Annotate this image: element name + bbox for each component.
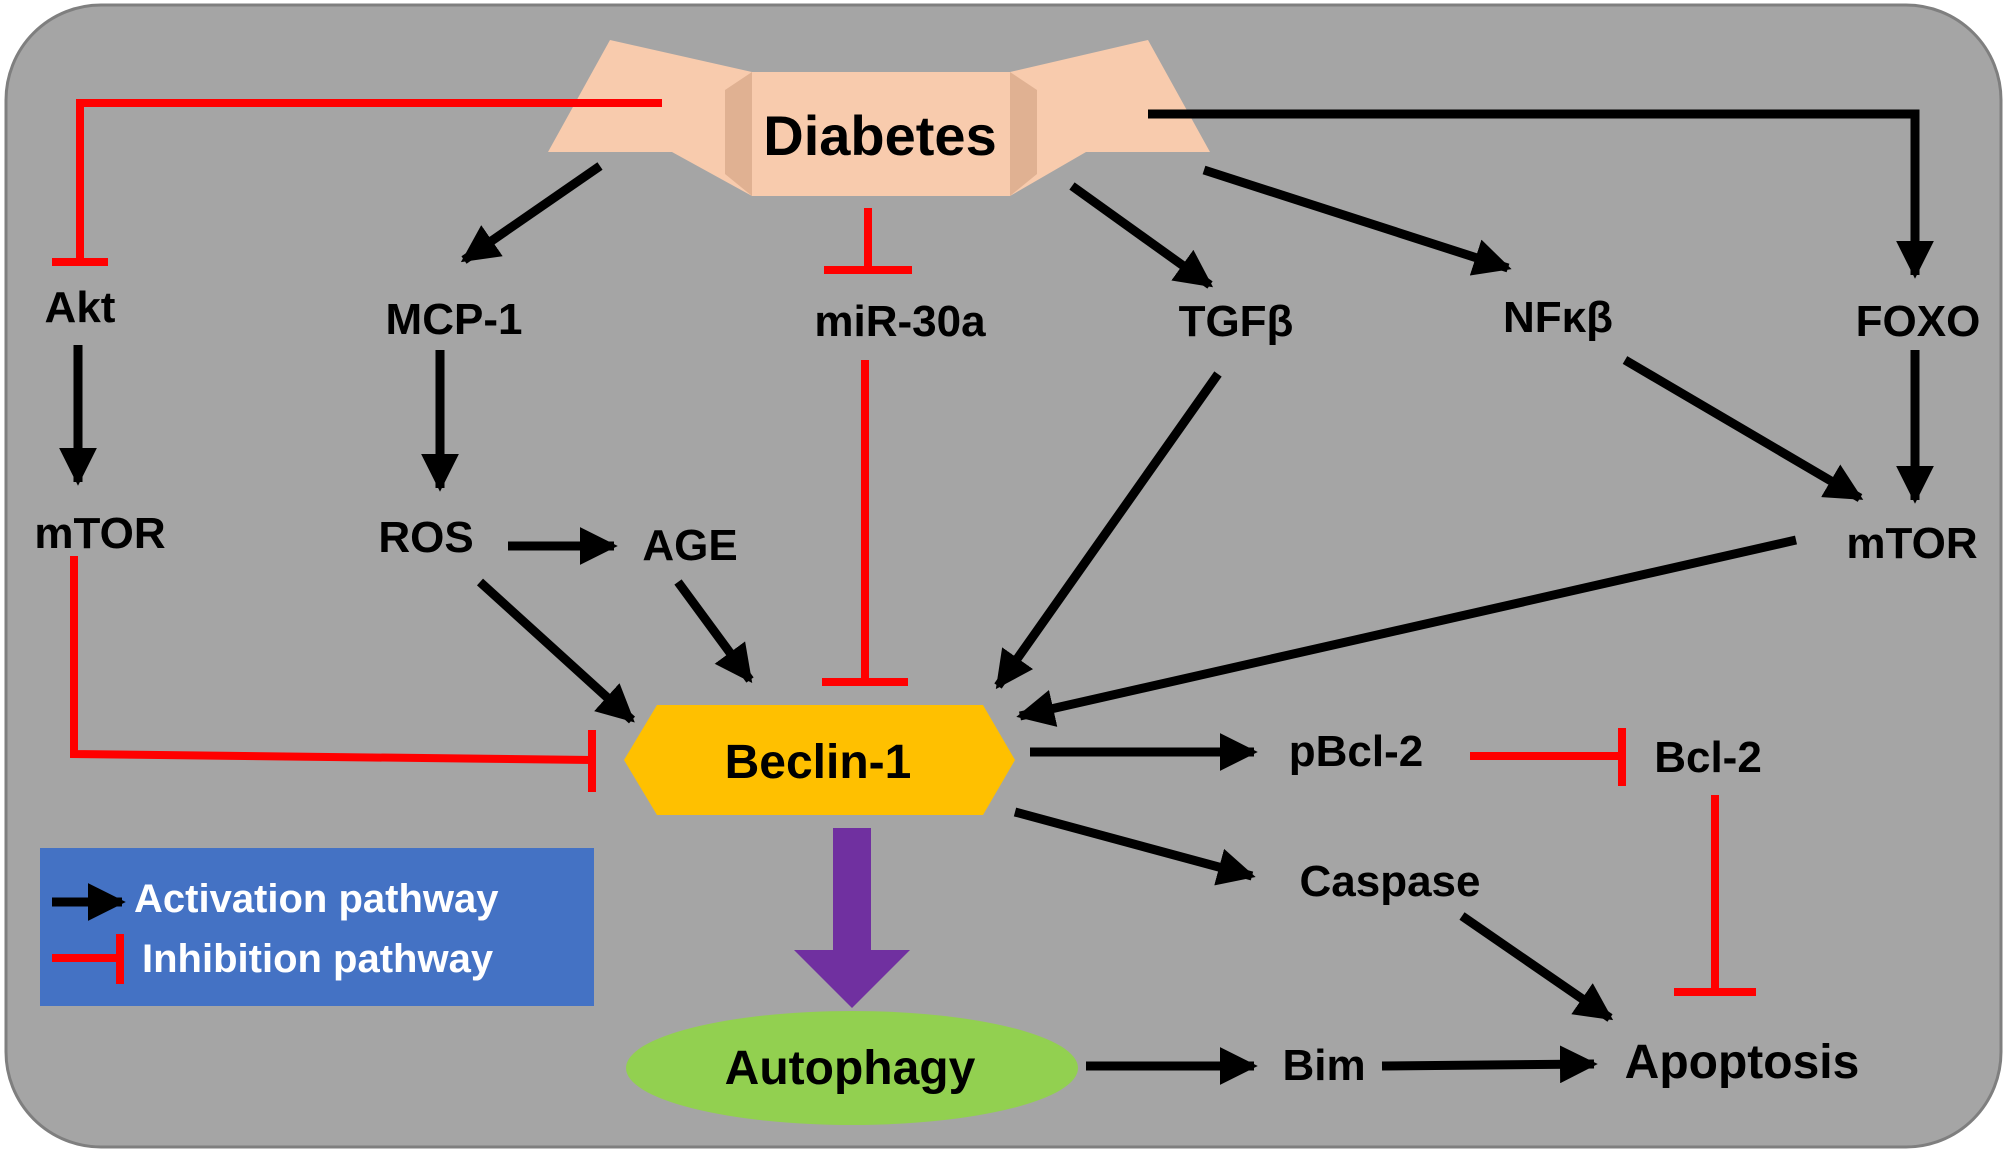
mcp1-label: MCP-1 <box>386 295 523 344</box>
inhibit-mtor-beclin <box>70 556 593 764</box>
akt-label: Akt <box>45 283 116 332</box>
foxo-label: FOXO <box>1856 297 1981 346</box>
apoptosis-label: Apoptosis <box>1625 1036 1860 1089</box>
arrow-diabetes-nfkb <box>1202 165 1512 276</box>
arrow-age-beclin <box>674 579 754 684</box>
autophagy-arrow <box>794 828 910 1008</box>
tgfb-label: TGFβ <box>1179 297 1294 346</box>
arrow-tgfb-beclin <box>994 371 1222 690</box>
beclin1-node <box>624 705 1015 815</box>
legend-activation-label: Activation pathway <box>134 877 499 921</box>
arrow-diabetes-foxo <box>1148 109 1934 279</box>
arrow-caspase-apoptosis <box>1459 912 1614 1022</box>
diabetes-banner <box>548 40 1210 196</box>
ros-label: ROS <box>378 513 473 562</box>
mtor-left-label: mTOR <box>34 509 165 558</box>
age-label: AGE <box>642 521 737 570</box>
legend: Activation pathway Inhibition pathway <box>40 848 594 1006</box>
pbcl2-label: pBcl-2 <box>1289 727 1423 776</box>
bcl2-label: Bcl-2 <box>1654 733 1762 782</box>
bim-label: Bim <box>1282 1041 1365 1090</box>
nfkb-label: NFκβ <box>1503 293 1613 342</box>
diabetes-label: Diabetes <box>763 104 996 167</box>
legend-inhibition-label: Inhibition pathway <box>142 937 494 981</box>
mir30a-label: miR-30a <box>814 297 986 346</box>
beclin1-label: Beclin-1 <box>725 736 912 789</box>
arrow-diabetes-mcp1 <box>460 162 603 264</box>
arrow-beclin-caspase <box>1013 807 1256 886</box>
arrow-ros-beclin <box>476 578 636 724</box>
arrow-bim-apoptosis <box>1381 1045 1598 1084</box>
autophagy-label: Autophagy <box>725 1042 976 1095</box>
arrow-diabetes-tgfb <box>1069 182 1214 289</box>
legend-inhibition-tbar <box>52 934 124 984</box>
caspase-label: Caspase <box>1299 857 1480 906</box>
arrow-nfkb-mtor <box>1622 356 1864 502</box>
legend-box <box>40 848 594 1006</box>
arrow-mtor-beclin <box>1016 535 1797 727</box>
mtor-right-label: mTOR <box>1846 519 1977 568</box>
autophagy-node <box>626 1011 1078 1125</box>
inhibit-diabetes-akt <box>76 99 662 262</box>
